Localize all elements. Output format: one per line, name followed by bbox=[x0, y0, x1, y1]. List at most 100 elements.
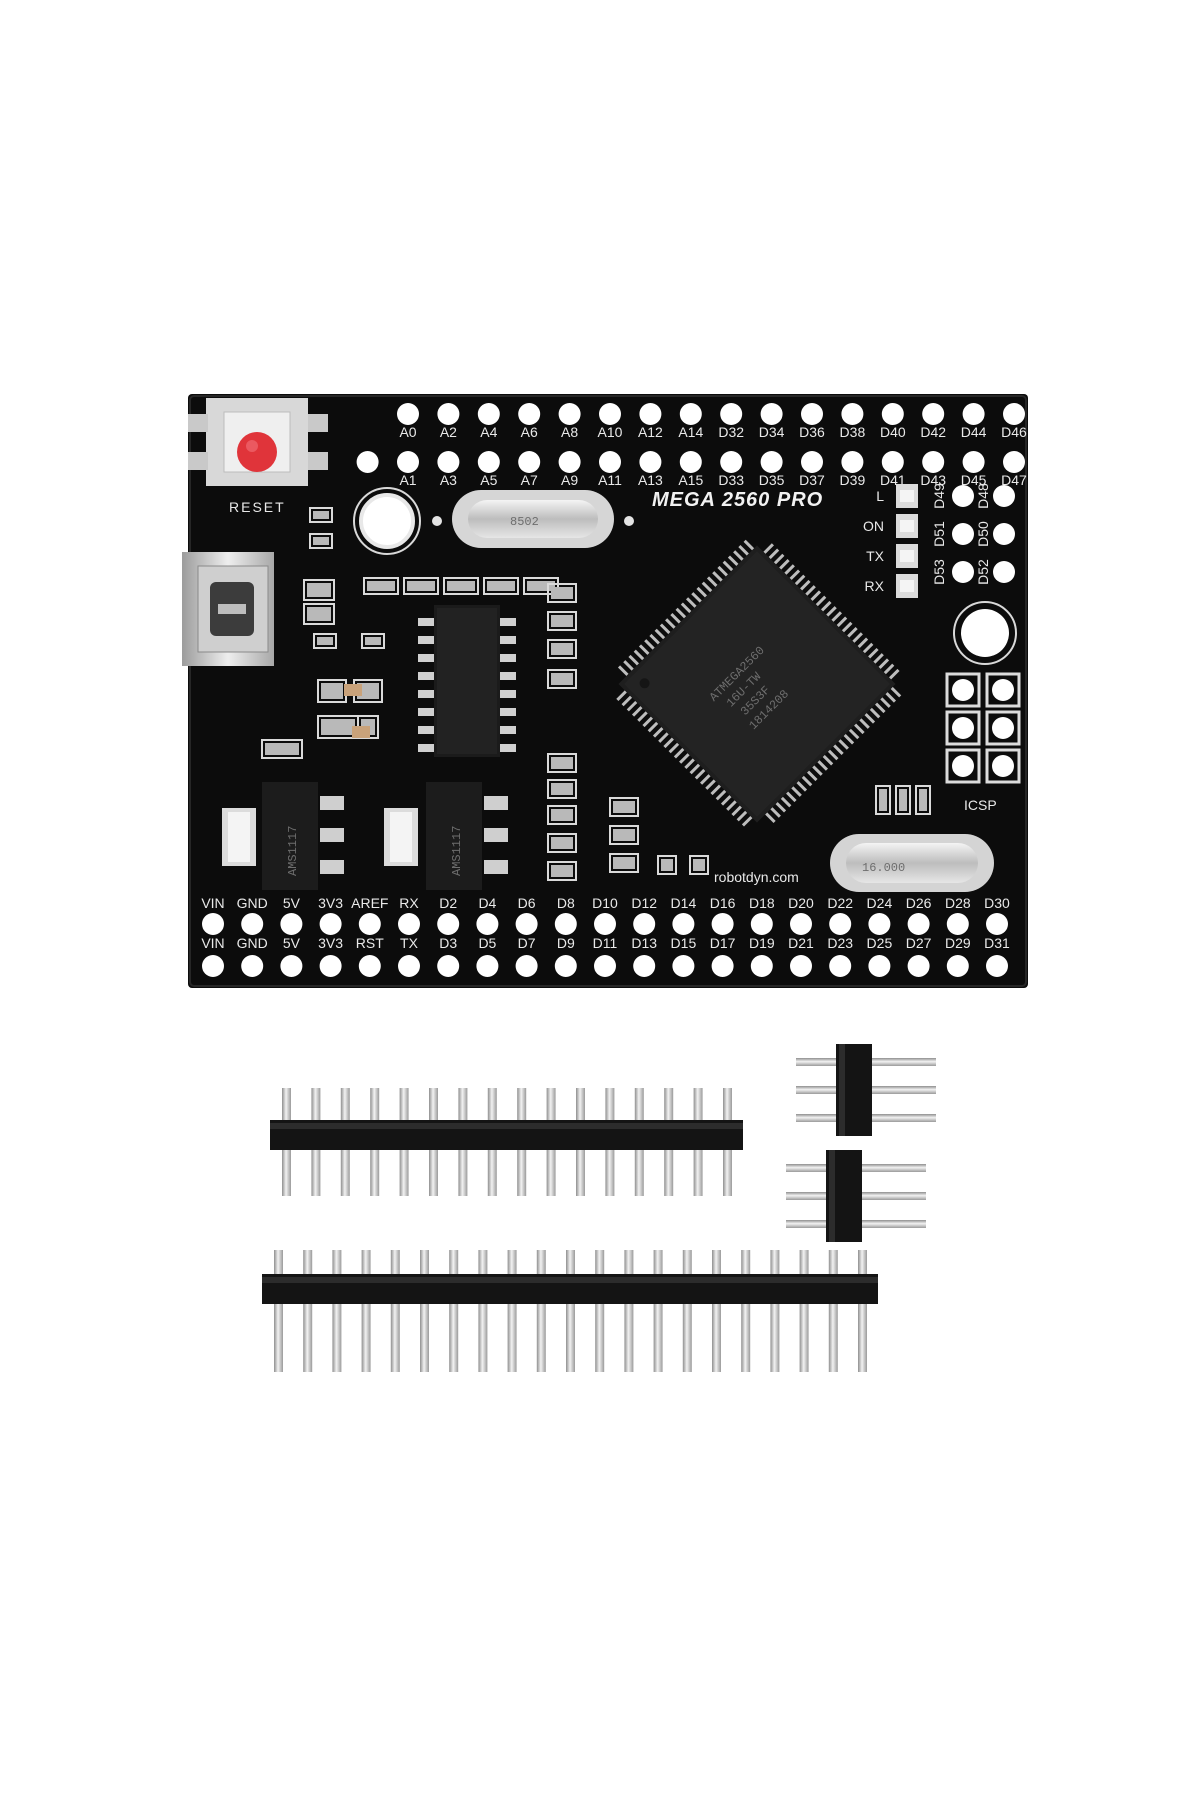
header-pin bbox=[741, 1250, 751, 1278]
bottom-pin-label-upper: D20 bbox=[788, 895, 814, 911]
icsp-pad-ring bbox=[945, 710, 981, 746]
mcu-pin bbox=[696, 586, 708, 598]
top-pin-label-lower: A13 bbox=[638, 472, 663, 488]
mcu-pin bbox=[847, 627, 858, 638]
header-pin bbox=[536, 1300, 546, 1372]
header-pin bbox=[536, 1250, 546, 1278]
arduino-mega-2560-pro-board: A0A1A2A3A4A5A6A7A8A9A10A11A12A13A14A15D3… bbox=[182, 394, 1028, 988]
status-led-label: ON bbox=[863, 518, 884, 534]
bottom-pin-label-upper: D24 bbox=[867, 895, 893, 911]
header-pin bbox=[487, 1146, 497, 1196]
header-pin bbox=[420, 1250, 429, 1278]
mcu-pin bbox=[873, 653, 884, 664]
mcu-pin bbox=[784, 564, 795, 575]
top-pad-lower bbox=[679, 451, 702, 473]
header-pin bbox=[311, 1146, 321, 1196]
bottom-pad-lower bbox=[633, 955, 656, 977]
bottom-pin-label-lower: D31 bbox=[984, 935, 1010, 951]
mcu-pin bbox=[638, 644, 650, 656]
icsp-pad-ring bbox=[985, 710, 1021, 746]
bottom-pad-upper bbox=[202, 913, 224, 935]
smd-passives bbox=[261, 507, 931, 881]
bottom-pin-label-lower: D27 bbox=[906, 935, 932, 951]
atmega2560-chip bbox=[616, 539, 902, 827]
bottom-pin-label-upper: D28 bbox=[945, 895, 971, 911]
top-pad-upper bbox=[558, 403, 581, 425]
smd-outline bbox=[547, 583, 577, 603]
header-pin bbox=[723, 1088, 732, 1124]
mcu-pin bbox=[857, 637, 869, 649]
right-pin-label: D49 bbox=[931, 483, 947, 509]
bottom-pin-label-upper: D2 bbox=[439, 895, 457, 911]
header-pin bbox=[741, 1300, 751, 1372]
bottom-pin-label-upper: AREF bbox=[351, 895, 388, 911]
mcu-pin bbox=[649, 633, 660, 645]
soic-pin bbox=[500, 708, 516, 716]
top-pin-label-lower: A11 bbox=[598, 472, 622, 488]
icsp-pad bbox=[992, 717, 1014, 739]
soic-pins bbox=[418, 618, 516, 752]
top-pin-label-lower: A9 bbox=[561, 472, 578, 488]
icsp-pad bbox=[992, 755, 1014, 777]
mcu-pin bbox=[720, 795, 732, 806]
soic-pin bbox=[500, 654, 516, 662]
mcu-pin bbox=[686, 597, 697, 608]
mcu-pin bbox=[859, 718, 870, 729]
mcu-pin bbox=[637, 711, 648, 722]
top-pin-label-lower: A5 bbox=[480, 472, 497, 488]
header-pin bbox=[664, 1088, 674, 1124]
smd-part bbox=[551, 587, 573, 599]
bottom-pin-labels: VINVINGNDGND5V5V3V33V3AREFRSTRXTXD2D3D4D… bbox=[201, 895, 1010, 951]
right-pin-label: D51 bbox=[931, 521, 947, 547]
soic-pin bbox=[418, 708, 434, 716]
top-pad-lower bbox=[639, 451, 662, 473]
top-pin-label-upper: A14 bbox=[678, 424, 703, 440]
status-led-lens bbox=[900, 490, 914, 502]
bottom-pad-upper bbox=[554, 913, 577, 935]
top-pad-lower bbox=[397, 451, 419, 473]
status-led-label: RX bbox=[865, 578, 885, 594]
smd-outline bbox=[547, 861, 577, 881]
model-label: MEGA 2560 PRO bbox=[652, 489, 823, 511]
bottom-pin-label-lower: 3V3 bbox=[318, 935, 343, 951]
smd-part bbox=[407, 581, 435, 591]
reset-label: RESET bbox=[229, 499, 286, 515]
bottom-pin-label-lower: D3 bbox=[439, 935, 457, 951]
bottom-pad-upper bbox=[986, 913, 1008, 935]
bottom-pad-lower bbox=[868, 955, 891, 977]
mcu-pin bbox=[794, 574, 806, 586]
mcu-pin bbox=[710, 784, 722, 796]
header-pin bbox=[478, 1300, 488, 1372]
smd-part bbox=[307, 583, 331, 597]
header-pin bbox=[712, 1300, 721, 1372]
smd-part bbox=[613, 829, 635, 841]
smd-outline bbox=[689, 855, 709, 875]
smd-outline bbox=[657, 855, 677, 875]
top-pad-lower bbox=[881, 451, 904, 473]
bottom-pad-lower bbox=[476, 955, 499, 977]
mcu-pin bbox=[779, 558, 790, 570]
mcu-pin bbox=[715, 789, 727, 801]
bottom-pad-upper bbox=[319, 913, 342, 935]
status-led-label: TX bbox=[866, 548, 885, 564]
mcu-pin bbox=[616, 690, 627, 701]
right-pin-label: D52 bbox=[975, 559, 991, 585]
bottom-pad-upper bbox=[790, 913, 812, 935]
top-pin-label-upper: D42 bbox=[920, 424, 946, 440]
top-pin-label-upper: A0 bbox=[399, 424, 416, 440]
bottom-pin-label-lower: D11 bbox=[593, 935, 618, 951]
voltage-regulator-1: AMS1117 bbox=[222, 782, 344, 890]
mcu-pin bbox=[763, 543, 774, 554]
smd-outline bbox=[483, 577, 519, 595]
smd-outline bbox=[363, 577, 399, 595]
mcu-pin bbox=[741, 815, 753, 827]
smd-part bbox=[919, 789, 927, 811]
bottom-pad-upper bbox=[358, 913, 381, 935]
smd-outline bbox=[403, 577, 439, 595]
top-pad-upper bbox=[397, 403, 419, 425]
mcu-pin bbox=[838, 739, 849, 750]
smd-part bbox=[551, 865, 573, 877]
soic-pin bbox=[418, 744, 434, 752]
soic-pin bbox=[500, 744, 516, 752]
mcu-pin bbox=[805, 585, 816, 596]
